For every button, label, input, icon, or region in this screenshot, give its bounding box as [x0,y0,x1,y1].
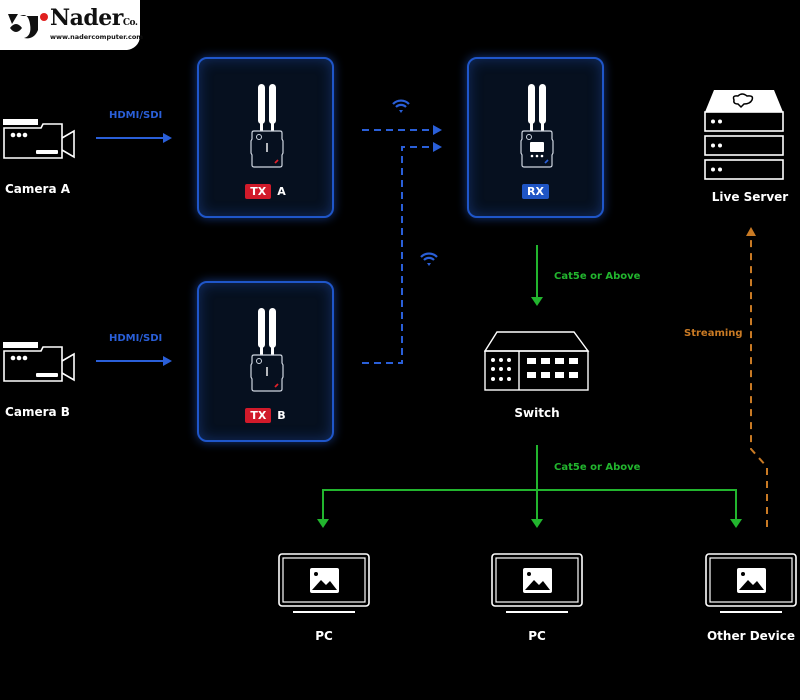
transmitter-b-badge-row: TX B [199,404,332,423]
logo-url: www.nadercomputer.com [50,33,144,41]
hdmi-arrow-b [96,356,172,366]
receiver-badge-row: RX [469,180,602,199]
receiver-card[interactable]: RX [467,57,604,218]
uplink-label: Cat5e or Above [554,271,641,282]
tx-suffix: A [277,185,286,198]
tx-badge: TX [245,408,272,423]
wireless-link-a [362,125,442,135]
camera-b-label: Camera B [5,405,70,419]
pc-1-icon [278,553,370,613]
wifi-icon [420,252,438,266]
other-device-icon [705,553,797,613]
transmitter-device-icon [250,84,284,168]
logo-brand: NaderCo. [50,5,138,31]
streaming-label: Streaming [684,328,743,339]
rx-badge: RX [522,184,549,199]
logo-dot [40,13,48,21]
tx-suffix: B [277,409,286,422]
camera-a-label: Camera A [4,182,71,196]
camera-b-icon [3,339,75,387]
transmitter-a-card[interactable]: TX A [197,57,334,218]
wifi-icon [392,99,410,113]
transmitter-b-card[interactable]: TX B [197,281,334,442]
transmitter-device-icon [250,308,284,392]
hdmi-label-a: HDMI/SDI [109,110,163,121]
switch-label: Switch [514,406,560,420]
pc-1-label: PC [315,629,333,643]
live-server-label: Live Server [711,190,789,204]
other-device-label: Other Device [706,629,795,643]
brand-logo: NaderCo. www.nadercomputer.com [0,0,144,50]
pc-2-icon [491,553,583,613]
switch-icon [483,331,590,391]
streaming-arrow [746,227,768,527]
wireless-link-b [362,142,442,364]
hdmi-arrow-a [96,133,172,143]
live-server-icon [704,88,784,180]
logo-emblem-icon [8,14,38,39]
downlink-label: Cat5e or Above [554,462,641,473]
pc-2-label: PC [528,629,546,643]
transmitter-a-badge-row: TX A [199,180,332,199]
receiver-device-icon [520,84,554,168]
camera-a-icon [3,116,75,164]
ethernet-downlink-tree [317,445,742,528]
ethernet-uplink-arrow [531,245,543,306]
tx-badge: TX [245,184,272,199]
hdmi-label-b: HDMI/SDI [109,333,163,344]
